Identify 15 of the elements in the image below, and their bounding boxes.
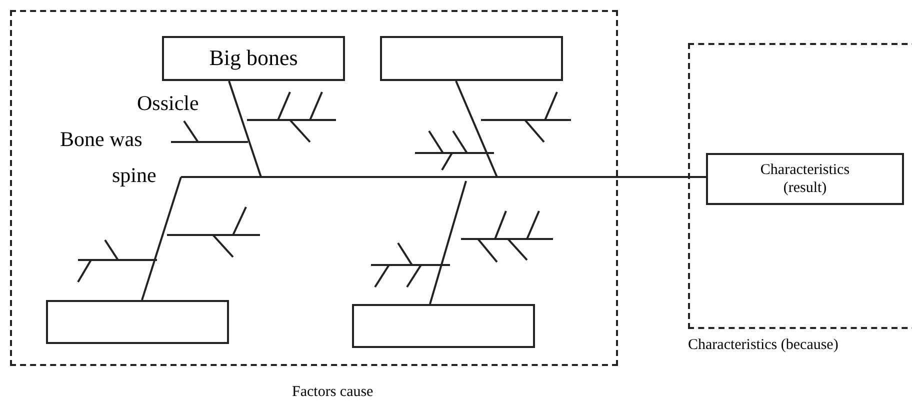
bone-label: spine [112, 163, 156, 188]
bone-label: Ossicle [137, 91, 199, 116]
bone-line [141, 176, 182, 300]
spine-line [181, 176, 706, 178]
label-box: Characteristics (result) [706, 153, 904, 205]
bone-line [429, 180, 467, 304]
label-box: Big bones [162, 36, 345, 81]
bone-label: Bone was [60, 127, 142, 152]
region-caption: Factors cause [292, 384, 374, 401]
empty-box [46, 300, 229, 344]
empty-box [380, 36, 563, 81]
region-caption: Characteristics (because) [688, 337, 838, 354]
empty-box [352, 304, 535, 348]
bone-line [455, 80, 498, 178]
bone-line [228, 80, 262, 178]
